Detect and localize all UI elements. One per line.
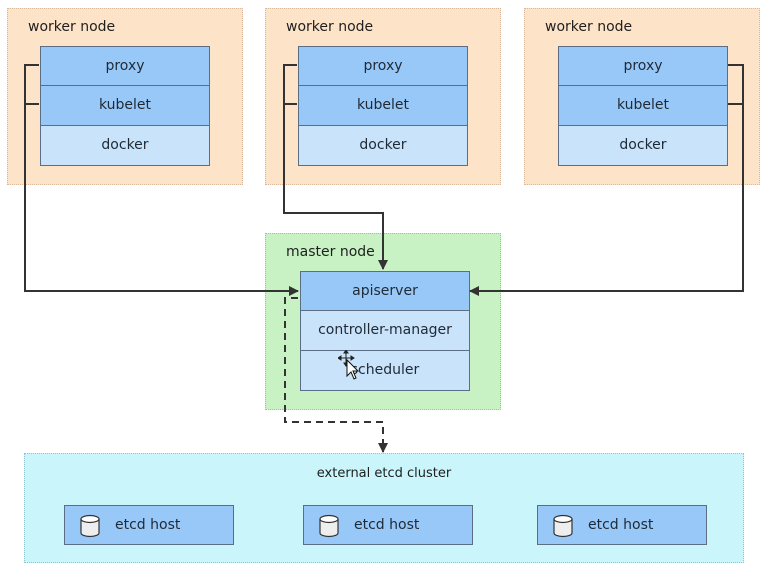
controller-manager-component[interactable]: controller-manager [300, 310, 470, 351]
etcd-host-1[interactable]: etcd host [64, 505, 234, 545]
worker-node-title: worker node [545, 19, 633, 35]
worker3-to-apiserver-arrow [469, 104, 744, 296]
move-cursor-icon [338, 350, 360, 380]
etcd-host-2[interactable]: etcd host [303, 505, 473, 545]
worker-node-1: worker node proxy kubelet docker [7, 8, 243, 185]
docker-component[interactable]: docker [40, 125, 210, 166]
kubelet-component[interactable]: kubelet [298, 85, 468, 126]
worker-node-title: worker node [286, 19, 374, 35]
database-icon [319, 514, 339, 538]
proxy-component[interactable]: proxy [558, 46, 728, 86]
proxy-component[interactable]: proxy [298, 46, 468, 86]
etcd-cluster-title: external etcd cluster [316, 466, 452, 481]
etcd-host-label: etcd host [588, 517, 654, 533]
scheduler-component[interactable]: scheduler [300, 350, 470, 391]
apiserver-to-etcd-arrow [284, 297, 388, 453]
worker1-to-apiserver-arrow [24, 104, 299, 296]
etcd-host-3[interactable]: etcd host [537, 505, 707, 545]
etcd-host-label: etcd host [354, 517, 420, 533]
worker-node-2: worker node proxy kubelet docker [265, 8, 501, 185]
docker-component[interactable]: docker [298, 125, 468, 166]
etcd-host-label: etcd host [115, 517, 181, 533]
docker-component[interactable]: docker [558, 125, 728, 166]
worker2-connector [283, 64, 297, 105]
worker3-connector [728, 64, 744, 105]
worker-node-title: worker node [28, 19, 116, 35]
master-node-title: master node [286, 244, 375, 260]
database-icon [553, 514, 573, 538]
worker2-to-apiserver-arrow [283, 104, 388, 270]
worker-node-3: worker node proxy kubelet docker [524, 8, 760, 185]
database-icon [80, 514, 100, 538]
worker1-connector [24, 64, 39, 105]
kubelet-component[interactable]: kubelet [40, 85, 210, 126]
apiserver-component[interactable]: apiserver [300, 271, 470, 311]
